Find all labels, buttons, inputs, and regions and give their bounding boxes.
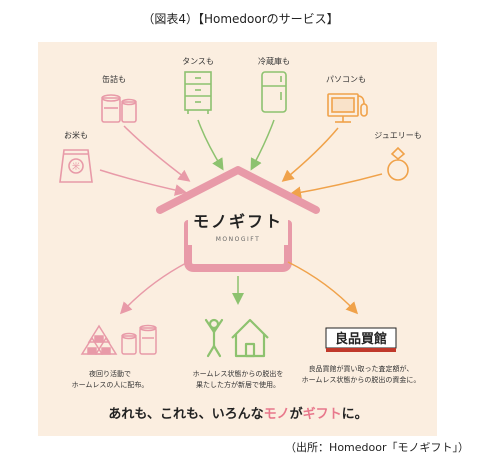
- arrow-jewelry: [289, 173, 383, 199]
- tagline: あれも、これも、いろんなモノがギフトに。: [108, 406, 367, 422]
- onigiri-icon: [80, 324, 118, 355]
- logo-sub-text: MONOGIFT: [216, 236, 261, 243]
- label-pc: パソコンも: [326, 75, 366, 84]
- caption-middle-1: ホームレス状態からの脱出を: [193, 369, 284, 378]
- logo-main-text: モノギフト: [193, 212, 283, 231]
- canned-food-icon: [101, 94, 137, 123]
- caption-left-1: 夜回り活動で: [89, 369, 131, 378]
- label-tansu: タンスも: [182, 57, 214, 66]
- arrow-out-right: [287, 261, 359, 315]
- arrow-rice: [99, 169, 187, 196]
- pc-icon: [327, 93, 368, 123]
- caption-right-2: ホームレス状態からの脱出の資金に。: [302, 375, 421, 384]
- source-note: （出所：Homedoor「モノギフト」）: [285, 441, 469, 454]
- rice-bag-icon: 米: [59, 149, 93, 183]
- label-fridge: 冷蔵庫も: [258, 56, 290, 66]
- diagram-panel: 缶詰も タンスも 冷蔵庫も パソコンも お米も ジュエリーも: [38, 42, 437, 436]
- arrow-out-left: [119, 261, 189, 315]
- arrow-fridge: [250, 119, 275, 171]
- svg-text:米: 米: [72, 161, 80, 171]
- label-jewelry: ジュエリーも: [374, 131, 421, 140]
- fridge-icon: [261, 71, 287, 113]
- person-icon: [204, 318, 224, 358]
- arrow-canned: [123, 125, 191, 182]
- ryohin-kaikan-logo: 良品買館: [325, 327, 397, 352]
- caption-left-2: ホームレスの人に配布。: [72, 380, 149, 389]
- figure-title: （図表4）【Homedoorのサービス】: [142, 12, 339, 26]
- caption-middle-2: 果たした方が新居で使用。: [196, 380, 280, 389]
- ring-icon: [387, 146, 409, 181]
- diagram-svg: 缶詰も タンスも 冷蔵庫も パソコンも お米も ジュエリーも: [59, 56, 422, 422]
- caption-right-1: 良品買館が買い取った査定額が、: [309, 364, 414, 373]
- brand-logo-text: 良品買館: [335, 331, 387, 347]
- label-rice: お米も: [64, 130, 88, 140]
- arrow-pc: [281, 127, 339, 182]
- label-canned: 缶詰も: [102, 74, 126, 84]
- cans-icon: [121, 324, 157, 355]
- monogift-logo: モノギフト MONOGIFT: [156, 166, 320, 272]
- arrow-tansu: [197, 119, 224, 171]
- house-icon: [231, 318, 269, 358]
- tansu-icon: [184, 71, 212, 114]
